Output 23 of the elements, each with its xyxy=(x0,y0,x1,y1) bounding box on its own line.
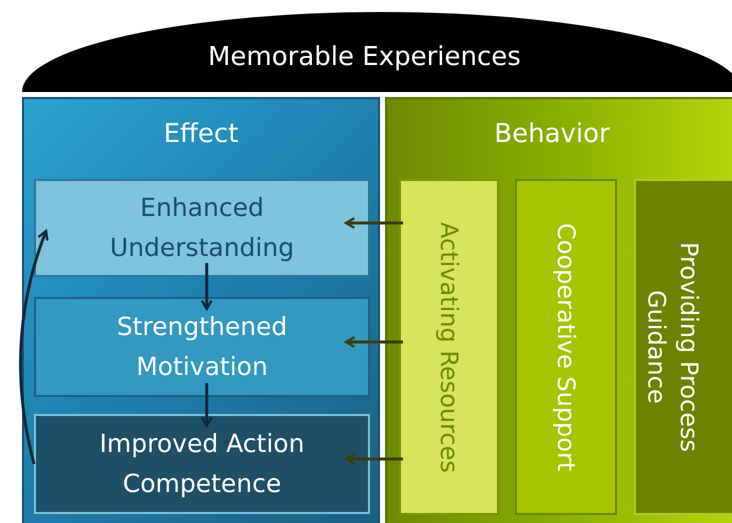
arrow xyxy=(344,453,403,465)
arrow xyxy=(200,383,213,428)
behavior-column xyxy=(399,179,499,515)
banner-title: Memorable Experiences xyxy=(208,42,521,72)
panel-heading: Effect xyxy=(162,119,240,149)
arrow xyxy=(200,263,213,310)
category-panel xyxy=(385,97,732,523)
box-label: Enhanced Understanding xyxy=(108,192,296,264)
effect-box xyxy=(34,414,370,514)
column-label: Activating Resources xyxy=(434,220,464,474)
panel-heading: Behavior xyxy=(493,119,611,149)
behavior-column xyxy=(634,179,732,515)
behavior-column xyxy=(515,179,617,515)
effect-box xyxy=(34,297,370,397)
arrow xyxy=(19,230,49,464)
category-panel xyxy=(22,97,380,523)
box-label: Improved Action Competence xyxy=(98,428,306,500)
effect-box xyxy=(34,179,370,277)
box-label: Strengthened Motivation xyxy=(116,311,288,383)
column-label: Providing Process Guidance xyxy=(641,241,704,454)
column-label: Cooperative Support xyxy=(551,222,582,474)
arrow xyxy=(344,336,403,348)
arrow xyxy=(344,217,403,229)
